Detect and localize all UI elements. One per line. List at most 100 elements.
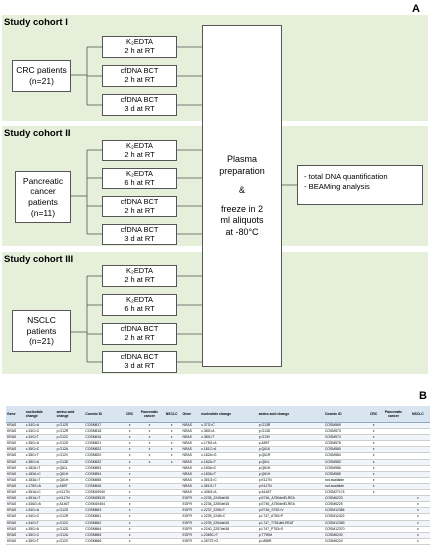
table-cell	[365, 501, 382, 509]
table-cell: p.K117N	[257, 483, 324, 491]
table-cell: c.37G>C	[200, 422, 258, 430]
table-cell: NRAS	[181, 459, 201, 466]
table-cell: COSM564	[84, 526, 122, 533]
table-cell: p.G12C	[55, 434, 85, 442]
table-cell: COSM532	[84, 459, 122, 466]
condition-box: cfDNA BCT 2 h at RT	[102, 65, 177, 87]
condition-tube: cfDNA BCT	[120, 95, 159, 105]
table-cell: COSM518	[84, 428, 122, 436]
table-cell: NRAS	[181, 471, 201, 478]
patients-line: NSCLC	[27, 315, 56, 326]
analysis-box: - total DNA quantification - BEAMing ana…	[297, 165, 423, 205]
table-cell: p.Q61K	[257, 446, 324, 454]
table-cell: c.2239_2264del15	[200, 520, 258, 527]
table-cell: NRAS	[181, 452, 201, 460]
table-cell	[161, 483, 182, 491]
table-cell: NRAS	[181, 477, 201, 484]
table-cell: p.G12R	[55, 513, 85, 521]
table-cell: x	[365, 446, 382, 454]
table-header-cell: amino acid change	[55, 406, 85, 423]
table-header-cell: nucleotide change	[24, 406, 56, 423]
table-cell: COSM28519	[84, 495, 122, 503]
table-cell: KRAS	[6, 483, 25, 491]
table-cell	[161, 465, 182, 472]
table-cell: x	[137, 434, 162, 442]
table-cell	[381, 483, 406, 491]
table-cell: c.35G>A	[24, 440, 56, 448]
table-cell: c.38G>A	[24, 459, 56, 466]
table-cell: x	[365, 440, 382, 448]
condition-box: K₂EDTA 2 h at RT	[102, 140, 177, 161]
condition-box: K₂EDTA 2 h at RT	[102, 265, 177, 287]
table-cell	[137, 520, 162, 527]
table-cell: COSM6224	[323, 538, 366, 545]
table-cell	[365, 520, 382, 527]
patients-line: (n=11)	[30, 207, 56, 218]
table-cell: COSM19404	[84, 501, 122, 509]
table-cell: p.G12S	[55, 422, 85, 430]
table-cell	[381, 446, 406, 454]
condition-tube: cfDNA BCT	[120, 224, 159, 234]
table-cell: KRAS	[6, 428, 25, 436]
table-cell: p.G12V	[55, 452, 85, 460]
condition-time: 2 h at RT	[124, 75, 155, 84]
table-cell: COSM12370	[323, 526, 366, 533]
table-cell: COSM12369	[323, 520, 366, 527]
table-cell: COSM573	[323, 428, 366, 436]
table-cell: x	[405, 538, 430, 545]
patients-line: (n=21)	[29, 76, 54, 86]
table-cell: x	[365, 489, 382, 497]
table-cell	[137, 465, 162, 472]
plasma-line: preparation	[219, 165, 265, 176]
table-cell: COSM583	[323, 459, 366, 466]
table-cell: c.183A>T	[200, 471, 258, 478]
table-cell	[381, 459, 406, 466]
condition-box: cfDNA BCT 3 d at RT	[102, 351, 177, 373]
table-cell	[161, 526, 182, 533]
condition-time: 2 h at RT	[124, 46, 155, 55]
table-cell: NRAS	[181, 434, 201, 442]
table-cell: COSM563	[84, 507, 122, 515]
table-cell	[137, 507, 162, 515]
table-cell	[137, 471, 162, 478]
table-cell: x	[121, 538, 138, 545]
table-cell: KRAS	[6, 532, 25, 539]
table-cell	[137, 538, 162, 545]
table-cell: x	[161, 452, 182, 460]
table-header-cell: Gene	[6, 406, 25, 423]
table-cell: c.351G>T	[200, 483, 258, 491]
table-cell: x	[121, 495, 138, 503]
table-cell	[381, 471, 406, 478]
table-cell: KRAS	[6, 471, 25, 478]
table-cell: x	[365, 422, 382, 430]
patients-box-cohort-3: NSCLC patients (n=21)	[12, 310, 71, 352]
table-cell: x	[161, 446, 182, 454]
table-cell	[405, 440, 430, 448]
table-cell: x	[405, 513, 430, 521]
table-cell: x	[121, 434, 138, 442]
table-cell: COSM6240	[323, 532, 366, 539]
condition-tube: cfDNA BCT	[120, 324, 159, 334]
table-cell: p.L747_A750>P	[257, 513, 324, 521]
table-cell: COSM27174	[323, 489, 366, 497]
table-cell	[365, 526, 382, 533]
plasma-line: at -80°C	[225, 226, 259, 237]
table-cell: KRAS	[6, 477, 25, 484]
table-cell: p.Q61H	[257, 465, 324, 472]
table-cell	[381, 495, 406, 503]
table-cell: x	[121, 501, 138, 509]
table-cell	[405, 465, 430, 472]
table-header-cell: Cosmic ID	[84, 406, 122, 423]
patients-line: Pancreatic	[22, 175, 64, 186]
table-cell: NRAS	[181, 489, 201, 497]
table-cell: not available	[323, 483, 366, 491]
table-cell: x	[365, 471, 382, 478]
table-cell: c.34G>C	[24, 428, 56, 436]
table-cell: c.38G>T	[200, 434, 258, 442]
